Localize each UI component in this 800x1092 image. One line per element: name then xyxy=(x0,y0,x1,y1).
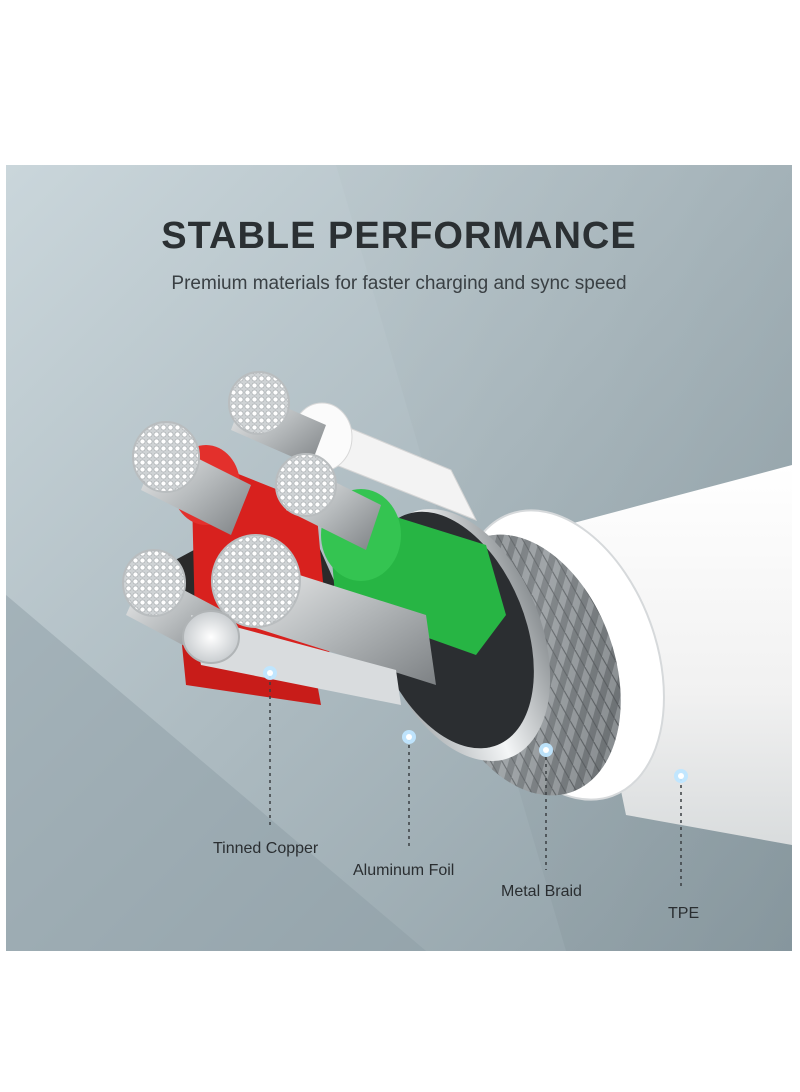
label-tinned-copper: Tinned Copper xyxy=(213,840,319,857)
label-tpe: TPE xyxy=(668,905,700,922)
banner-title: STABLE PERFORMANCE xyxy=(161,215,637,257)
inner-wires xyxy=(122,371,506,705)
product-banner: STABLE PERFORMANCE Premium materials for… xyxy=(6,165,792,951)
pointer-lines xyxy=(269,675,682,890)
label-aluminum-foil: Aluminum Foil xyxy=(353,862,455,879)
label-metal-braid: Metal Braid xyxy=(501,883,582,900)
cable-cross-section-illustration xyxy=(122,371,792,890)
banner-subtitle: Premium materials for faster charging an… xyxy=(171,273,627,294)
pointer-dots xyxy=(263,666,688,783)
